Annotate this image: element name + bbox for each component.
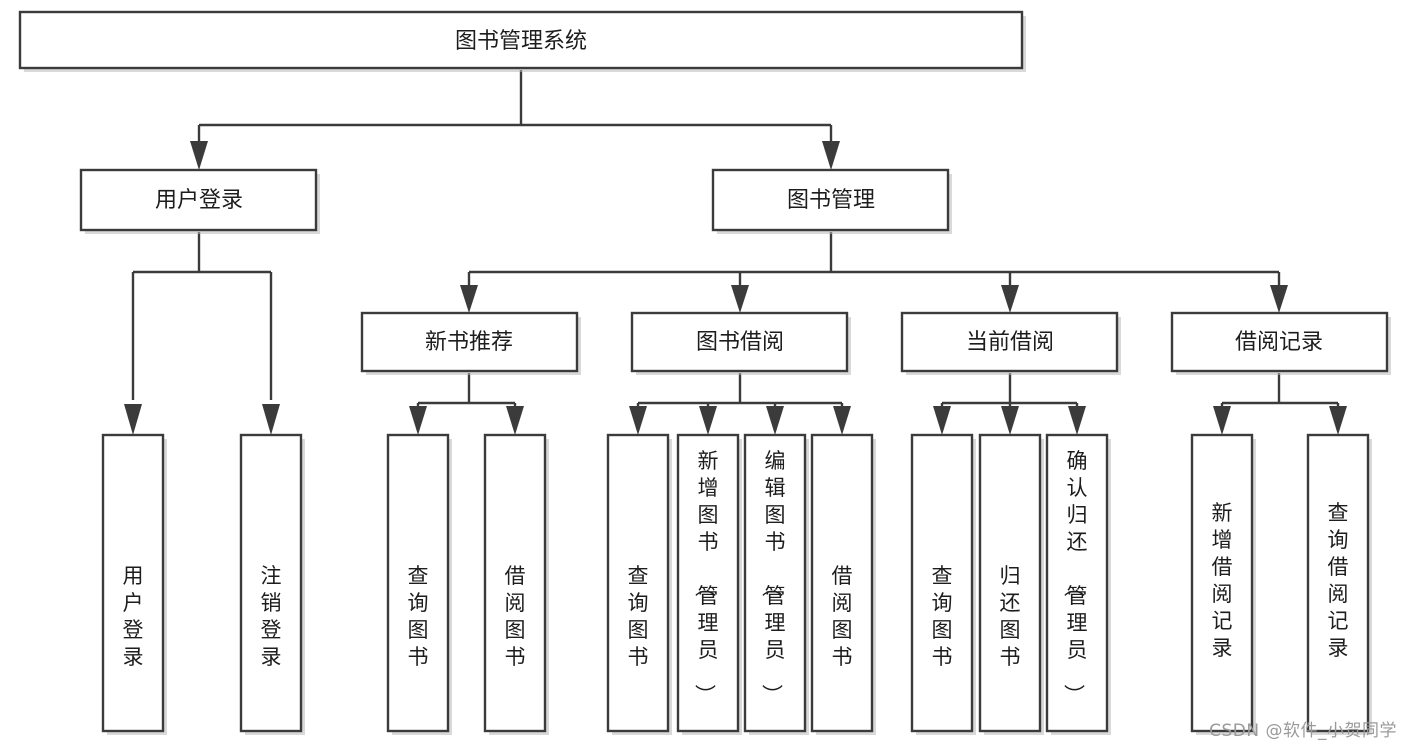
arrow-leaf-logout-login — [262, 404, 280, 435]
node-user-login[interactable]: 用户登录 — [79, 168, 320, 234]
connectors-book-borrow-to-leaves — [629, 373, 851, 435]
node-current-borrow[interactable]: 当前借阅 — [900, 311, 1121, 375]
leaf-edit-book-label: 编辑图书（管理员） — [760, 449, 786, 705]
arrow-leaf-edit-book — [766, 406, 784, 435]
new-book-recommend-label: 新书推荐 — [425, 330, 513, 355]
leaf-node-query-book-2[interactable]: 查询图书 — [606, 433, 672, 735]
leaf-node-user-login[interactable]: 用户登录 — [101, 433, 167, 735]
leaf-node-add-book[interactable]: 新增图书（管理员） — [676, 433, 742, 735]
root-label: 图书管理系统 — [455, 29, 587, 54]
leaf-node-query-book-1[interactable]: 查询图书 — [386, 433, 452, 735]
leaf-add-record-label: 新增借阅记录 — [1212, 501, 1233, 660]
arrow-leaf-add-record — [1213, 406, 1231, 435]
leaf-node-query-record[interactable]: 查询借阅记录 — [1306, 433, 1372, 735]
node-book-management[interactable]: 图书管理 — [711, 168, 952, 234]
connectors-book-management-to-level3 — [460, 232, 1288, 313]
leaf-edit-book-box — [743, 433, 807, 733]
leaf-node-borrow-book-2[interactable]: 借阅图书 — [810, 433, 876, 735]
current-borrow-label: 当前借阅 — [966, 330, 1054, 355]
leaf-user-login-box — [101, 433, 165, 733]
arrow-leaf-confirm-return — [1068, 406, 1086, 435]
node-borrow-record[interactable]: 借阅记录 — [1170, 311, 1391, 375]
csdn-watermark: CSDN @软件_小贺同学 — [1209, 721, 1397, 741]
leaf-borrow-book-2-label: 借阅图书 — [832, 564, 853, 669]
leaf-node-borrow-book-1[interactable]: 借阅图书 — [483, 433, 549, 735]
arrow-to-borrow-record — [1270, 285, 1288, 313]
leaf-node-return-book[interactable]: 归还图书 — [978, 433, 1044, 735]
arrow-leaf-add-book — [699, 406, 717, 435]
user-login-box — [79, 168, 318, 232]
book-borrow-box — [630, 311, 849, 373]
leaf-query-book-2-box — [606, 433, 670, 733]
arrow-leaf-user-login — [124, 404, 142, 435]
leaf-user-login-label: 用户登录 — [123, 564, 144, 669]
connectors-borrow-record-to-leaves — [1213, 373, 1347, 435]
book-management-label: 图书管理 — [787, 188, 875, 213]
arrow-to-book-management — [822, 141, 840, 170]
leaf-query-book-1-label: 查询图书 — [408, 564, 429, 669]
leaf-query-book-3-label: 查询图书 — [932, 564, 953, 669]
connectors-current-borrow-to-leaves — [933, 373, 1086, 435]
leaf-add-record-box — [1190, 433, 1254, 733]
leaf-add-book-label: 新增图书（管理员） — [693, 449, 719, 705]
leaf-logout-login-box — [239, 433, 303, 733]
arrow-leaf-query-book-1 — [409, 406, 427, 435]
connectors-user-login-to-leaves — [124, 232, 280, 435]
leaf-node-logout-login[interactable]: 注销登录 — [239, 433, 305, 735]
arrow-leaf-query-book-2 — [629, 406, 647, 435]
leaf-node-add-record[interactable]: 新增借阅记录 — [1190, 433, 1256, 735]
node-new-book-recommend[interactable]: 新书推荐 — [360, 311, 581, 375]
leaf-query-book-2-label: 查询图书 — [628, 564, 649, 669]
leaf-query-record-box — [1306, 433, 1370, 733]
leaf-node-query-book-3[interactable]: 查询图书 — [910, 433, 976, 735]
leaf-logout-login-label: 注销登录 — [261, 564, 282, 669]
book-management-box — [711, 168, 950, 232]
leaf-borrow-book-1-label: 借阅图书 — [505, 564, 526, 669]
connectors-new-book-to-leaves — [409, 373, 524, 435]
arrow-to-user-login — [190, 141, 208, 170]
leaf-query-book-3-box — [910, 433, 974, 733]
leaf-add-book-box — [676, 433, 740, 733]
leaf-borrow-book-2-box — [810, 433, 874, 733]
leaf-node-edit-book[interactable]: 编辑图书（管理员） — [743, 433, 809, 735]
leaf-query-book-1-box — [386, 433, 450, 733]
book-borrow-label: 图书借阅 — [696, 330, 784, 355]
arrow-leaf-return-book — [1001, 406, 1019, 435]
arrow-leaf-query-book-3 — [933, 406, 951, 435]
leaf-query-record-label: 查询借阅记录 — [1328, 501, 1349, 660]
borrow-record-label: 借阅记录 — [1235, 330, 1323, 355]
borrow-record-box — [1170, 311, 1389, 373]
arrow-to-new-book-recommend — [460, 285, 478, 313]
new-book-recommend-box — [360, 311, 579, 373]
leaf-node-confirm-return[interactable]: 确认归还（管理员） — [1045, 433, 1111, 735]
leaf-confirm-return-label: 确认归还（管理员） — [1062, 449, 1088, 705]
current-borrow-box — [900, 311, 1119, 373]
node-root-system[interactable]: 图书管理系统 — [18, 10, 1026, 72]
arrow-to-current-borrow — [1001, 285, 1019, 313]
arrow-leaf-query-record — [1329, 406, 1347, 435]
arrow-to-book-borrow — [731, 285, 749, 313]
connectors-root-to-level2 — [190, 70, 840, 170]
user-login-label: 用户登录 — [155, 188, 243, 213]
arrow-leaf-borrow-book-1 — [506, 406, 524, 435]
node-book-borrow[interactable]: 图书借阅 — [630, 311, 851, 375]
root-box — [18, 10, 1024, 70]
leaf-borrow-book-1-box — [483, 433, 547, 733]
leaf-confirm-return-box — [1045, 433, 1109, 733]
arrow-leaf-borrow-book-2 — [833, 406, 851, 435]
leaf-return-book-box — [978, 433, 1042, 733]
leaf-return-book-label: 归还图书 — [1000, 564, 1021, 669]
